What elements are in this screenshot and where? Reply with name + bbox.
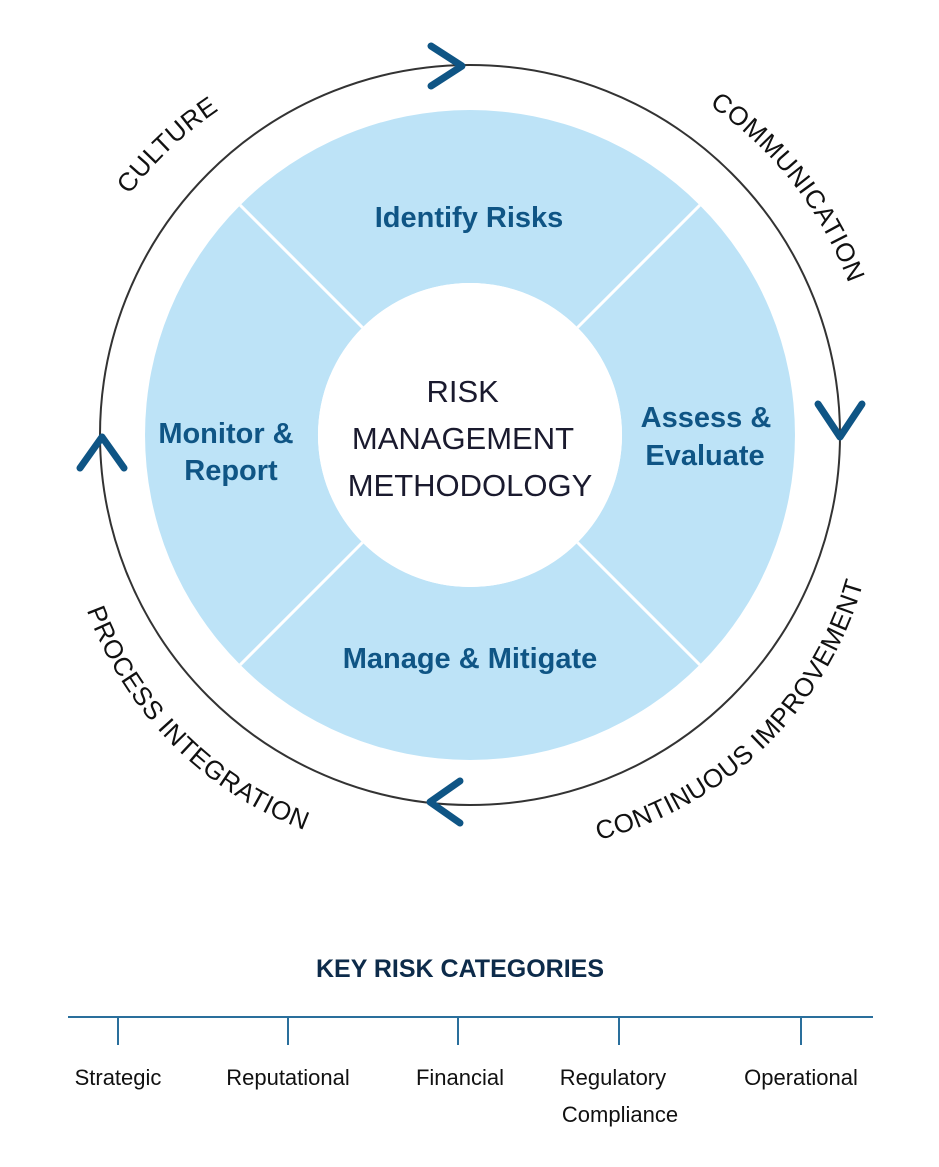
category-financial: Financial	[416, 1065, 504, 1090]
segment-manage-mitigate	[240, 542, 700, 760]
category-reputational: Reputational	[226, 1065, 350, 1090]
identify-risks-label: Identify Risks	[375, 202, 564, 234]
category-regulatory-compliance: Regulatory Compliance	[560, 1065, 678, 1127]
methodology-wheel	[145, 110, 795, 760]
culture-label: CULTURE	[110, 90, 222, 198]
arrow-up-icon	[76, 433, 128, 472]
categories-timeline	[68, 1016, 873, 1045]
key-risk-categories-title: KEY RISK CATEGORIES	[316, 955, 604, 983]
assess-evaluate-label: Assess & Evaluate	[641, 402, 780, 472]
manage-mitigate-label: Manage & Mitigate	[343, 643, 598, 675]
center-hub	[318, 283, 622, 587]
arrow-down-icon	[814, 400, 866, 441]
center-title-line-3: METHODOLOGY	[348, 468, 593, 503]
category-strategic: Strategic	[75, 1065, 162, 1090]
segment-identify-risks	[240, 110, 700, 328]
monitor-report-label: Monitor & Report	[158, 418, 301, 487]
category-operational: Operational	[744, 1065, 858, 1090]
center-title-line-2: MANAGEMENT	[352, 421, 574, 456]
segment-dividers	[239, 204, 701, 666]
segment-assess-evaluate	[577, 205, 795, 665]
cycle-arrows	[76, 42, 866, 827]
center-title-line-1: RISK	[427, 374, 500, 409]
arrow-right-icon	[427, 42, 466, 90]
segment-monitor-report	[145, 205, 363, 665]
arrow-left-icon	[426, 777, 464, 827]
center-title: RISK MANAGEMENT METHODOLOGY	[348, 374, 593, 503]
